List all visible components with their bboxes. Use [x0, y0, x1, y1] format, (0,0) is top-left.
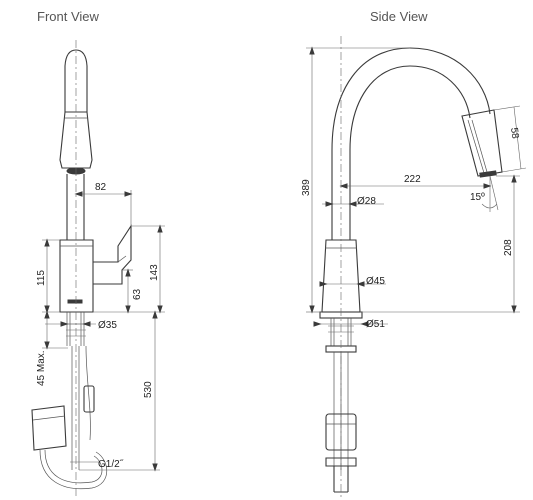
front-dim-35-label: Ø35	[98, 320, 117, 331]
side-dim-15: 15º	[470, 175, 499, 212]
side-dim-51: Ø51	[313, 319, 388, 330]
front-dim-35: Ø35	[45, 320, 117, 331]
front-dim-45max-label: 45 Max.	[36, 350, 47, 386]
front-hose-fitting	[83, 385, 95, 413]
side-dim-58-label: 58	[508, 127, 521, 140]
side-gooseneck-outer	[331, 47, 491, 240]
front-counterweight	[31, 405, 67, 451]
side-dim-222-label: 222	[404, 174, 421, 185]
front-logo-mark	[67, 299, 83, 304]
side-dim-389: 389	[301, 46, 410, 314]
front-thread-label: G1/2˝	[98, 458, 124, 470]
front-dim-63-label: 63	[132, 288, 143, 300]
front-view-title: Front View	[37, 9, 99, 24]
side-spray-nozzle	[479, 170, 497, 178]
front-supply-hose	[71, 345, 91, 470]
side-dim-222: 222	[339, 174, 492, 189]
side-counterweight	[325, 413, 357, 451]
front-stem	[66, 174, 85, 240]
front-handle	[93, 224, 132, 285]
front-thread: G1/2˝	[70, 458, 124, 470]
front-dim-530: 530	[79, 310, 160, 472]
side-dim-51-label: Ø51	[366, 319, 385, 330]
front-spray-head	[59, 111, 93, 169]
side-gooseneck-inner	[349, 65, 471, 240]
side-view-title: Side View	[370, 9, 428, 24]
side-dim-45-label: Ø45	[366, 276, 385, 287]
front-dim-143-label: 143	[149, 264, 160, 281]
front-view: 82 115 143	[31, 40, 165, 498]
side-dim-28: Ø28	[322, 196, 384, 207]
front-dim-63: 63	[122, 268, 143, 314]
front-dim-530-label: 530	[143, 381, 154, 398]
front-dim-82-label: 82	[95, 182, 107, 193]
front-spout-head	[64, 49, 88, 112]
front-dim-143: 143	[93, 224, 165, 314]
front-dim-115: 115	[36, 238, 60, 314]
side-dim-28-label: Ø28	[357, 196, 376, 207]
front-shank	[66, 312, 85, 346]
side-dim-208-label: 208	[503, 239, 514, 256]
front-dim-115-label: 115	[36, 270, 47, 286]
side-dim-45: Ø45	[319, 276, 386, 287]
side-hose-end	[325, 457, 357, 493]
side-dim-389-label: 389	[301, 179, 312, 196]
front-dim-82: 82	[74, 182, 133, 226]
side-dim-15-label: 15º	[470, 192, 485, 203]
side-dim-208: 208	[360, 174, 520, 314]
front-dim-45max: 45 Max.	[36, 310, 68, 386]
front-hose-loop	[39, 449, 108, 490]
side-view: 389 222 58 15º	[301, 36, 527, 498]
side-dim-58: 58	[493, 105, 527, 173]
